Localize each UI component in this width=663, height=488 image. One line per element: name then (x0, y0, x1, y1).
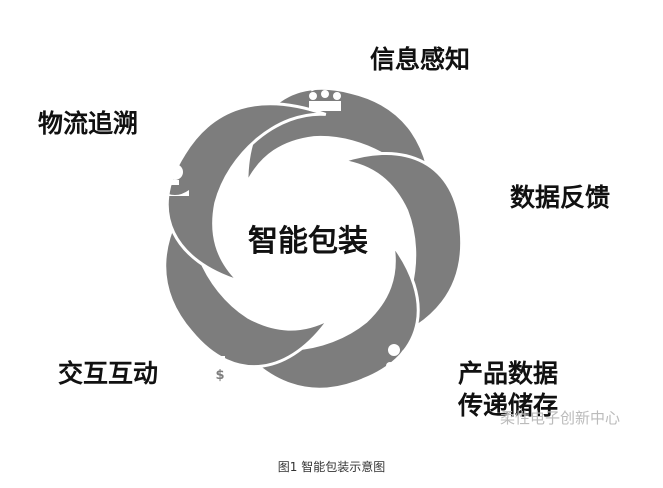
label-storage-line1: 产品数据 (458, 359, 559, 388)
svg-text:$: $ (215, 368, 224, 383)
figure-caption: 图1 智能包装示意图 (277, 460, 386, 474)
idea-hand-icon (161, 164, 189, 196)
watermark: 柔性电子创新中心 (500, 409, 621, 427)
magnifier-person-icon (458, 168, 488, 208)
label-interaction: 交互互动 (58, 359, 159, 388)
label-storage-line2: 传递储存 (458, 391, 559, 420)
center-circle (228, 156, 392, 320)
team-growth-icon (309, 74, 342, 111)
label-logistics-trace: 物流追溯 (38, 109, 139, 138)
petal-trace (165, 102, 327, 283)
gears-people-icon (386, 344, 411, 372)
label-info-perception: 信息感知 (370, 45, 471, 74)
icons: $ (161, 74, 488, 385)
money-bag-icon: $ (209, 356, 231, 385)
center-label: 智能包装 (248, 224, 368, 259)
label-data-feedback: 数据反馈 (510, 183, 611, 212)
